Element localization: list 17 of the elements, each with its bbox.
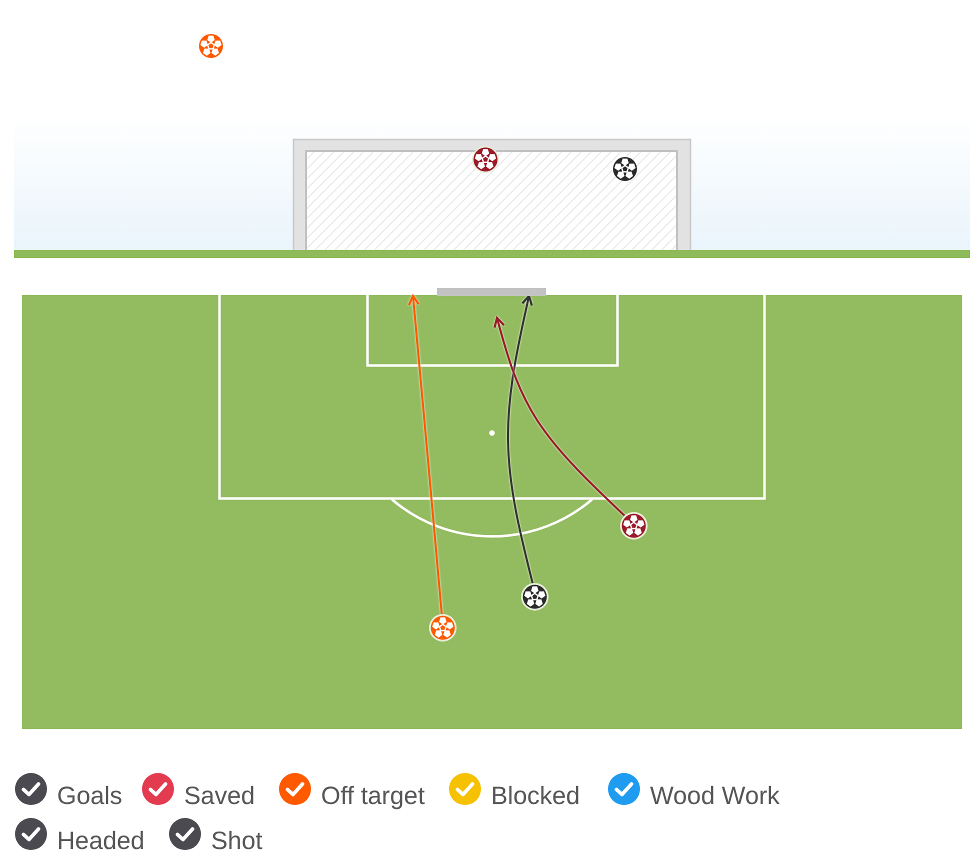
legend-label: Off target — [321, 781, 425, 811]
soccer-ball-icon — [521, 583, 549, 611]
soccer-ball-icon — [199, 34, 223, 58]
goal-mouth — [437, 288, 546, 296]
soccer-ball-icon — [620, 512, 648, 540]
shot-arrow — [408, 294, 443, 614]
legend-label: Shot — [211, 826, 262, 856]
shot-arrow — [507, 294, 534, 584]
soccer-ball-icon — [429, 614, 457, 642]
legend-label: Goals — [57, 781, 122, 811]
soccer-ball-icon — [613, 157, 637, 181]
soccer-ball-icon — [472, 146, 498, 172]
legend-label: Headed — [57, 826, 145, 856]
shot-arrow — [493, 316, 626, 517]
legend-label: Wood Work — [650, 781, 780, 811]
legend-label: Saved — [184, 781, 255, 811]
legend-label: Blocked — [491, 781, 580, 811]
